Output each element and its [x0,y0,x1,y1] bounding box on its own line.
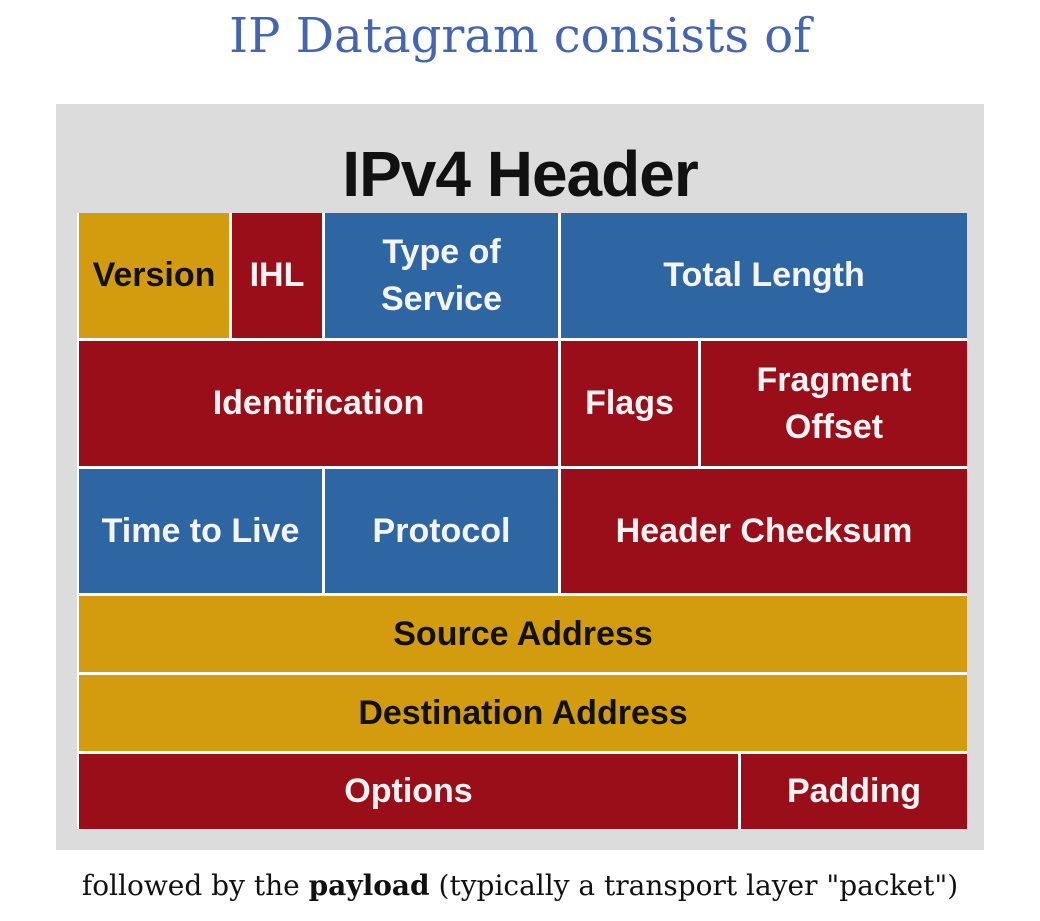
field-label: Destination Address [358,693,688,732]
slide-title: IP Datagram consists of [229,8,811,64]
field-label: Time to Live [101,511,300,550]
field-protocol: Protocol [325,469,558,593]
field-header-checksum: Header Checksum [561,469,967,593]
ipv4-header-title: IPv4 Header [342,138,698,210]
field-label: Type of Service [381,232,502,318]
footnote-text-before: followed by the [81,869,300,902]
field-label: Protocol [372,511,511,550]
header-field-grid: Version IHL Type of Service Total Length… [77,213,967,829]
field-label: Version [92,256,216,294]
field-total-length: Total Length [561,213,967,338]
footnote-text-after: (typically a transport layer "packet") [438,869,959,902]
field-label: Source Address [393,614,653,653]
field-source-address: Source Address [79,596,967,672]
field-time-to-live: Time to Live [79,469,322,593]
field-label: Padding [786,772,922,810]
field-version: Version [79,213,229,338]
field-padding: Padding [741,754,967,829]
field-identification: Identification [79,341,558,466]
field-destination-address: Destination Address [79,675,967,751]
field-label: Fragment Offset [756,360,912,446]
field-flags: Flags [561,341,698,466]
field-fragment-offset: Fragment Offset [701,341,967,466]
field-label: Total Length [663,256,865,294]
field-type-of-service: Type of Service [325,213,558,338]
field-ihl: IHL [232,213,322,338]
field-options: Options [79,754,738,829]
field-label: Flags [585,384,674,422]
footnote-bold-payload: payload [308,869,430,902]
field-label: Identification [212,384,425,422]
field-label: Options [344,772,473,810]
field-label: IHL [249,256,305,294]
field-label: Header Checksum [615,511,913,550]
payload-footnote: followed by the payload (typically a tra… [0,858,1040,914]
